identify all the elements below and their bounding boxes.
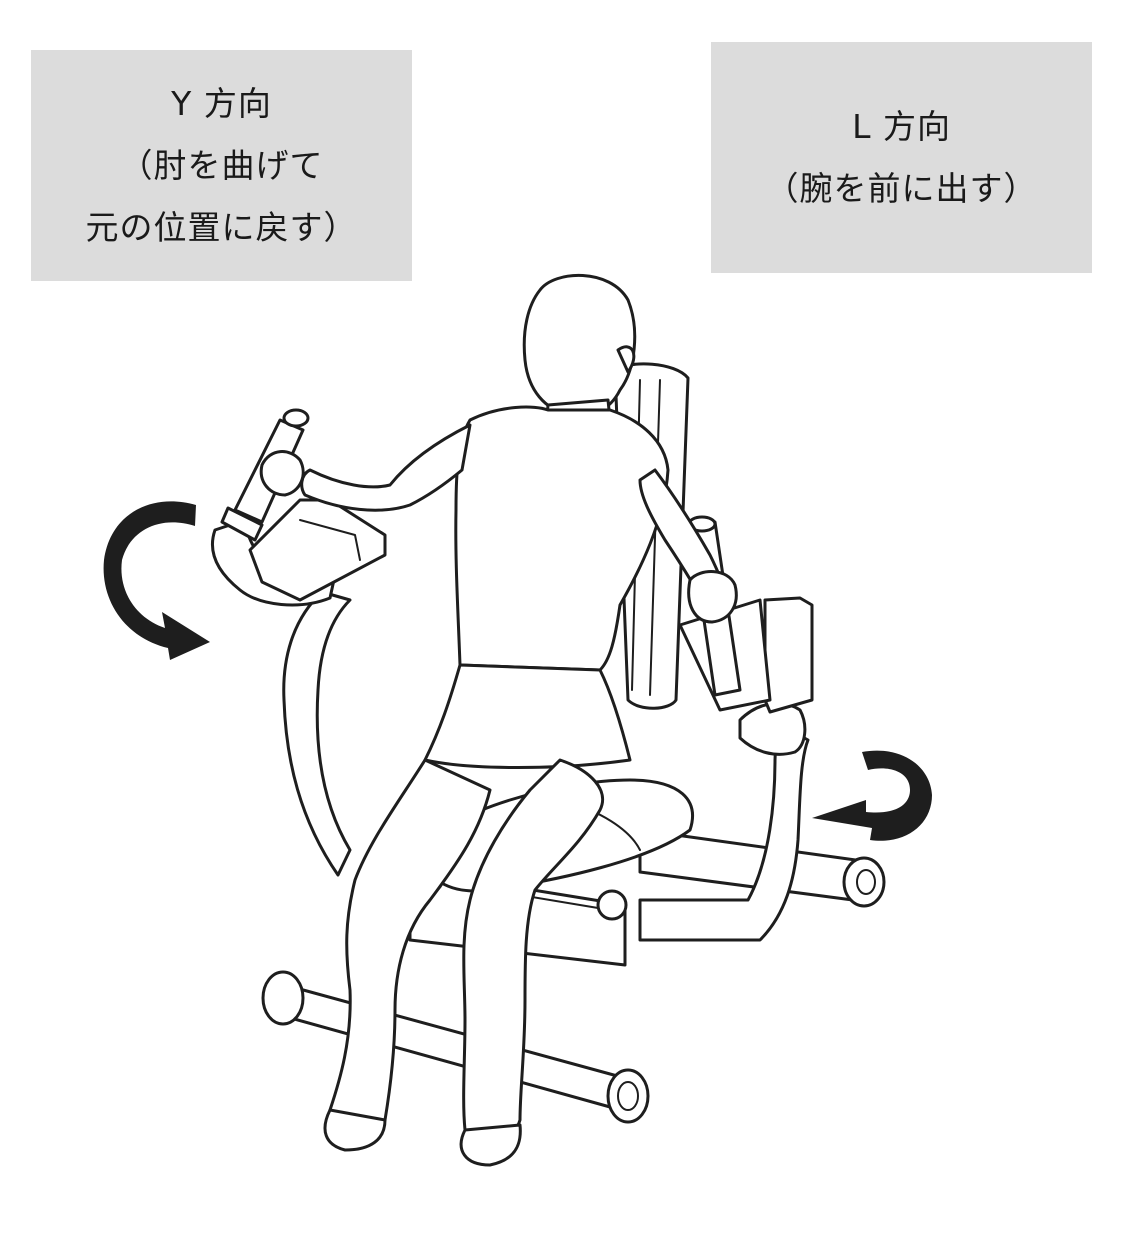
y-direction-label-box: Y 方向 （肘を曲げて 元の位置に戻す） (31, 50, 412, 281)
seated-person (259, 273, 738, 1167)
l-direction-description: （腕を前に出す） (765, 168, 1038, 208)
right-rotation-arrow (812, 750, 932, 841)
l-direction-label-box: L 方向 （腕を前に出す） (711, 42, 1092, 273)
y-direction-description-line1: （肘を曲げて (119, 145, 324, 185)
y-direction-title: Y 方向 (171, 83, 272, 123)
left-rotation-arrow (103, 501, 210, 660)
y-direction-description-line2: 元の位置に戻す） (85, 207, 358, 247)
l-direction-title: L 方向 (852, 106, 951, 146)
left-arm-unit (210, 408, 387, 877)
